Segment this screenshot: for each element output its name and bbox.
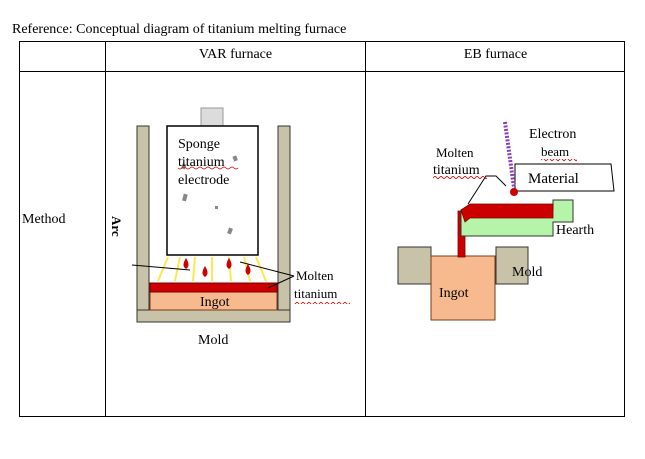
eb-ingot	[430, 255, 496, 321]
eb-molten-label-2: titanium	[433, 163, 480, 178]
table-header-rule	[20, 71, 624, 72]
var-molten-label-1: Molten	[296, 268, 334, 283]
eb-electron-beam	[503, 121, 516, 189]
eb-molten-underline	[433, 176, 487, 179]
eb-molten-label-1: Molten	[436, 145, 474, 160]
var-spell-underline	[177, 166, 239, 170]
var-molten-label-2: titanium	[294, 286, 337, 301]
var-molten-underline	[294, 301, 350, 304]
eb-beam-underline	[541, 159, 577, 162]
eb-material-label: Material	[528, 171, 579, 187]
header-var-furnace: VAR furnace	[198, 47, 273, 62]
row-label-method: Method	[22, 212, 66, 227]
eb-molten-pointer	[467, 175, 507, 205]
var-electrode-label-1: Sponge	[178, 137, 220, 152]
var-molten-droplets	[183, 258, 251, 277]
var-sponge-particles	[181, 155, 238, 235]
eb-beam-label-2: beam	[541, 144, 569, 159]
var-mold-bottom	[136, 309, 291, 323]
var-furnace-diagram: Sponge titanium electrode Arc Molten tit…	[109, 107, 350, 348]
var-electrode-holder	[200, 107, 224, 127]
var-electrode-label-2: titanium	[178, 155, 225, 170]
eb-mold-left	[397, 246, 432, 285]
eb-beam-label-1: Electron	[529, 127, 576, 142]
var-ingot-label: Ingot	[200, 295, 230, 310]
eb-beam-spot	[510, 188, 518, 196]
eb-hearth-molten	[460, 203, 554, 223]
var-electrode-label-3: electrode	[178, 173, 229, 188]
var-electrode	[166, 125, 259, 256]
eb-furnace-diagram: Electron beam Molten titanium Material H…	[397, 121, 615, 321]
var-mold-label: Mold	[198, 333, 228, 348]
figure-caption: Reference: Conceptual diagram of titaniu…	[12, 22, 347, 37]
eb-mold-right	[495, 246, 529, 285]
eb-hearth-label: Hearth	[556, 223, 594, 238]
var-molten-pointer-1	[239, 261, 295, 277]
var-arc-pointer	[131, 264, 191, 271]
comparison-table: VAR furnace EB furnace Method	[19, 41, 625, 417]
var-molten-pointer-2	[267, 275, 295, 289]
var-mold-left-wall	[136, 125, 150, 323]
header-eb-furnace: EB furnace	[463, 47, 528, 62]
eb-ingot-label: Ingot	[439, 286, 469, 301]
table-divider-1	[105, 42, 106, 416]
table-divider-2	[365, 42, 366, 416]
var-molten-pool	[149, 282, 278, 293]
var-mold-right-wall	[277, 125, 291, 323]
eb-mold-label: Mold	[512, 265, 542, 280]
var-arc-label: Arc	[109, 216, 124, 237]
